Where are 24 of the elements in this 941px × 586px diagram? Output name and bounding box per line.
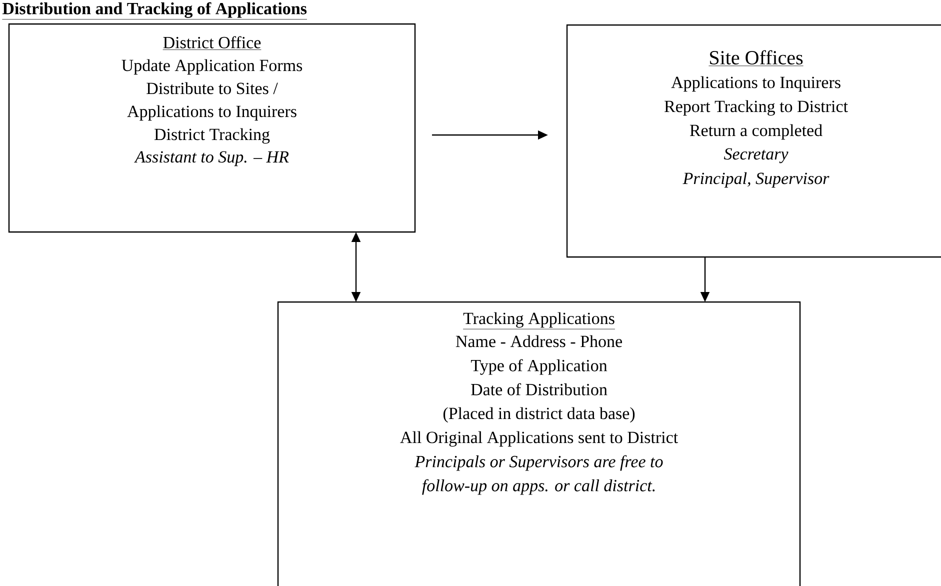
- box-text: Secretary: [724, 148, 788, 164]
- box-text: Applications to Inquirers: [671, 76, 840, 92]
- box-heading: Site Offices: [708, 50, 804, 66]
- box-text: District Tracking: [154, 128, 270, 144]
- box-text: follow-up on apps. or call district.: [422, 479, 655, 495]
- box-text: Report Tracking to District: [664, 100, 848, 116]
- box-text: Return a completed: [690, 124, 822, 140]
- box-text: Update Application Forms: [122, 59, 302, 75]
- box-text: Type of Application: [471, 359, 608, 375]
- box-text: Name - Address - Phone: [456, 335, 622, 348]
- process-box: [566, 24, 941, 258]
- process-box: [8, 23, 416, 233]
- box-heading: Tracking Applications: [462, 312, 616, 330]
- box-text: Principals or Supervisors are free to: [414, 455, 663, 471]
- box-text: Date of Distribution: [471, 383, 608, 396]
- process-box: [277, 301, 801, 586]
- box-text: Assistant to Sup. – HR: [134, 151, 289, 166]
- box-text: Applications to Inquirers: [127, 105, 296, 121]
- box-text: Distribute to Sites /: [146, 82, 278, 94]
- box-text: (Placed in district data base): [443, 407, 635, 423]
- diagram-title: Distribution and Tracking of Applications: [2, 2, 308, 20]
- box-text: Principal, Supervisor: [682, 172, 830, 188]
- box-heading: District Office: [162, 36, 262, 50]
- box-text: All Original Applications sent to District: [400, 431, 678, 447]
